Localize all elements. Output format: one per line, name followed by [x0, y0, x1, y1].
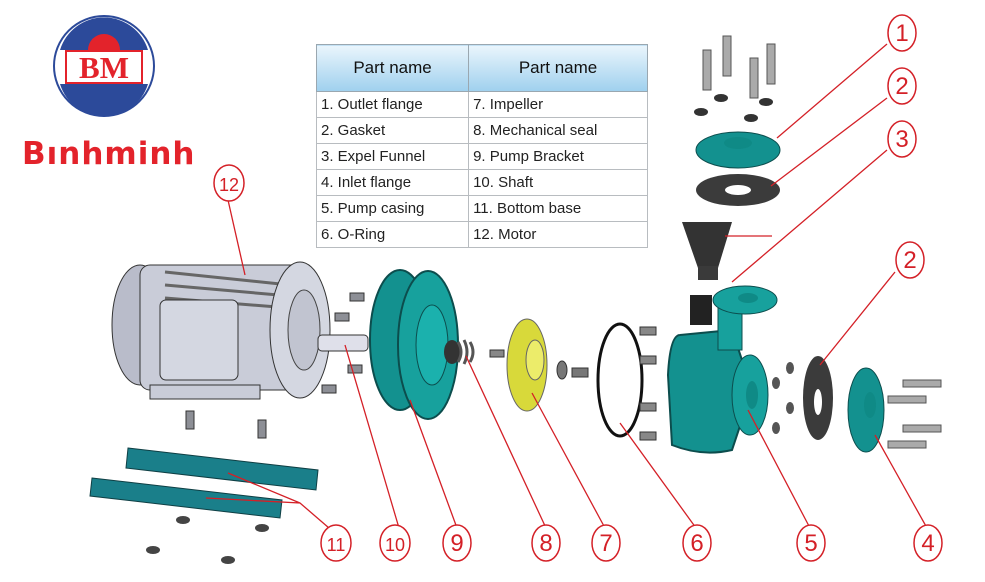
cell: 9. Pump Bracket	[468, 143, 648, 170]
pump-casing	[666, 285, 778, 454]
cell: 4. Inlet flange	[315, 169, 470, 196]
callout-10: 10	[379, 524, 411, 562]
svg-text:7: 7	[599, 530, 612, 557]
callout-7: 7	[591, 524, 621, 562]
svg-text:9: 9	[450, 530, 463, 557]
inlet-flange	[847, 367, 885, 453]
bottom-base	[89, 447, 319, 519]
o-ring	[596, 322, 644, 438]
svg-text:8: 8	[539, 530, 552, 557]
svg-text:2: 2	[903, 247, 916, 274]
callout-12: 12	[213, 164, 245, 202]
svg-text:2: 2	[895, 73, 908, 100]
callout-6: 6	[682, 524, 712, 562]
mechanical-seal	[444, 339, 505, 365]
cell: 11. Bottom base	[468, 195, 648, 222]
callout-1: 1	[887, 14, 917, 52]
shaft	[317, 334, 369, 352]
svg-text:3: 3	[895, 126, 908, 153]
cell: 8. Mechanical seal	[468, 117, 648, 144]
motor	[111, 261, 369, 400]
expel-funnel	[682, 222, 732, 280]
callout-11: 11	[320, 524, 352, 562]
svg-text:5: 5	[804, 530, 817, 557]
logo-monogram: BM	[79, 50, 129, 85]
svg-text:10: 10	[385, 535, 405, 555]
callout-3: 3	[887, 120, 917, 158]
cell: 5. Pump casing	[315, 195, 470, 222]
callout-4: 4	[913, 524, 943, 562]
svg-text:1: 1	[895, 20, 908, 47]
cell: 10. Shaft	[468, 169, 648, 196]
leader-lines	[205, 43, 928, 529]
cell: 12. Motor	[468, 221, 648, 248]
callout-5: 5	[796, 524, 826, 562]
gasket-inlet	[803, 356, 833, 440]
outlet-flange	[695, 131, 781, 169]
callout-9: 9	[442, 524, 472, 562]
callout-2: 2	[887, 67, 917, 105]
callout-2: 2	[895, 241, 925, 279]
cell: 7. Impeller	[468, 91, 648, 118]
svg-text:4: 4	[921, 530, 934, 557]
table-header: Part name	[315, 44, 470, 92]
table-header: Part name	[468, 44, 648, 92]
cell: 2. Gasket	[315, 117, 470, 144]
svg-text:11: 11	[327, 535, 346, 555]
cell: 6. O-Ring	[315, 221, 470, 248]
binhminh-logo: BM	[53, 15, 155, 117]
pump-bracket	[369, 269, 459, 420]
callout-8: 8	[531, 524, 561, 562]
gasket-outlet	[696, 174, 780, 206]
impeller	[506, 318, 548, 412]
svg-text:12: 12	[219, 175, 239, 195]
cell: 1. Outlet flange	[315, 91, 470, 118]
brand-name: Bınhminh	[22, 136, 196, 172]
svg-text:6: 6	[690, 530, 703, 557]
